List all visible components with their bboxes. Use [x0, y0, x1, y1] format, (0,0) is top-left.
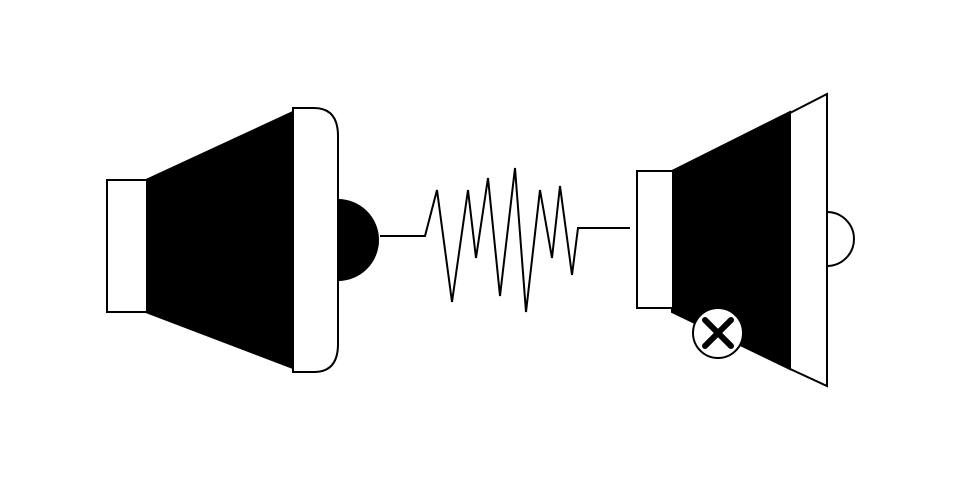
right-speaker-magnet [636, 170, 674, 309]
signal-line [380, 167, 630, 313]
close-icon [692, 307, 744, 359]
right-speaker-front-plate [787, 92, 828, 388]
sound-wave-icon [380, 167, 630, 313]
left-speaker-icon [106, 107, 379, 373]
left-speaker-cone [145, 110, 294, 370]
left-speaker-dome [337, 198, 379, 282]
right-speaker-dome [826, 210, 855, 268]
left-speaker-front-plate [292, 107, 339, 373]
left-speaker-magnet [106, 179, 148, 313]
right-speaker-icon [636, 92, 855, 388]
